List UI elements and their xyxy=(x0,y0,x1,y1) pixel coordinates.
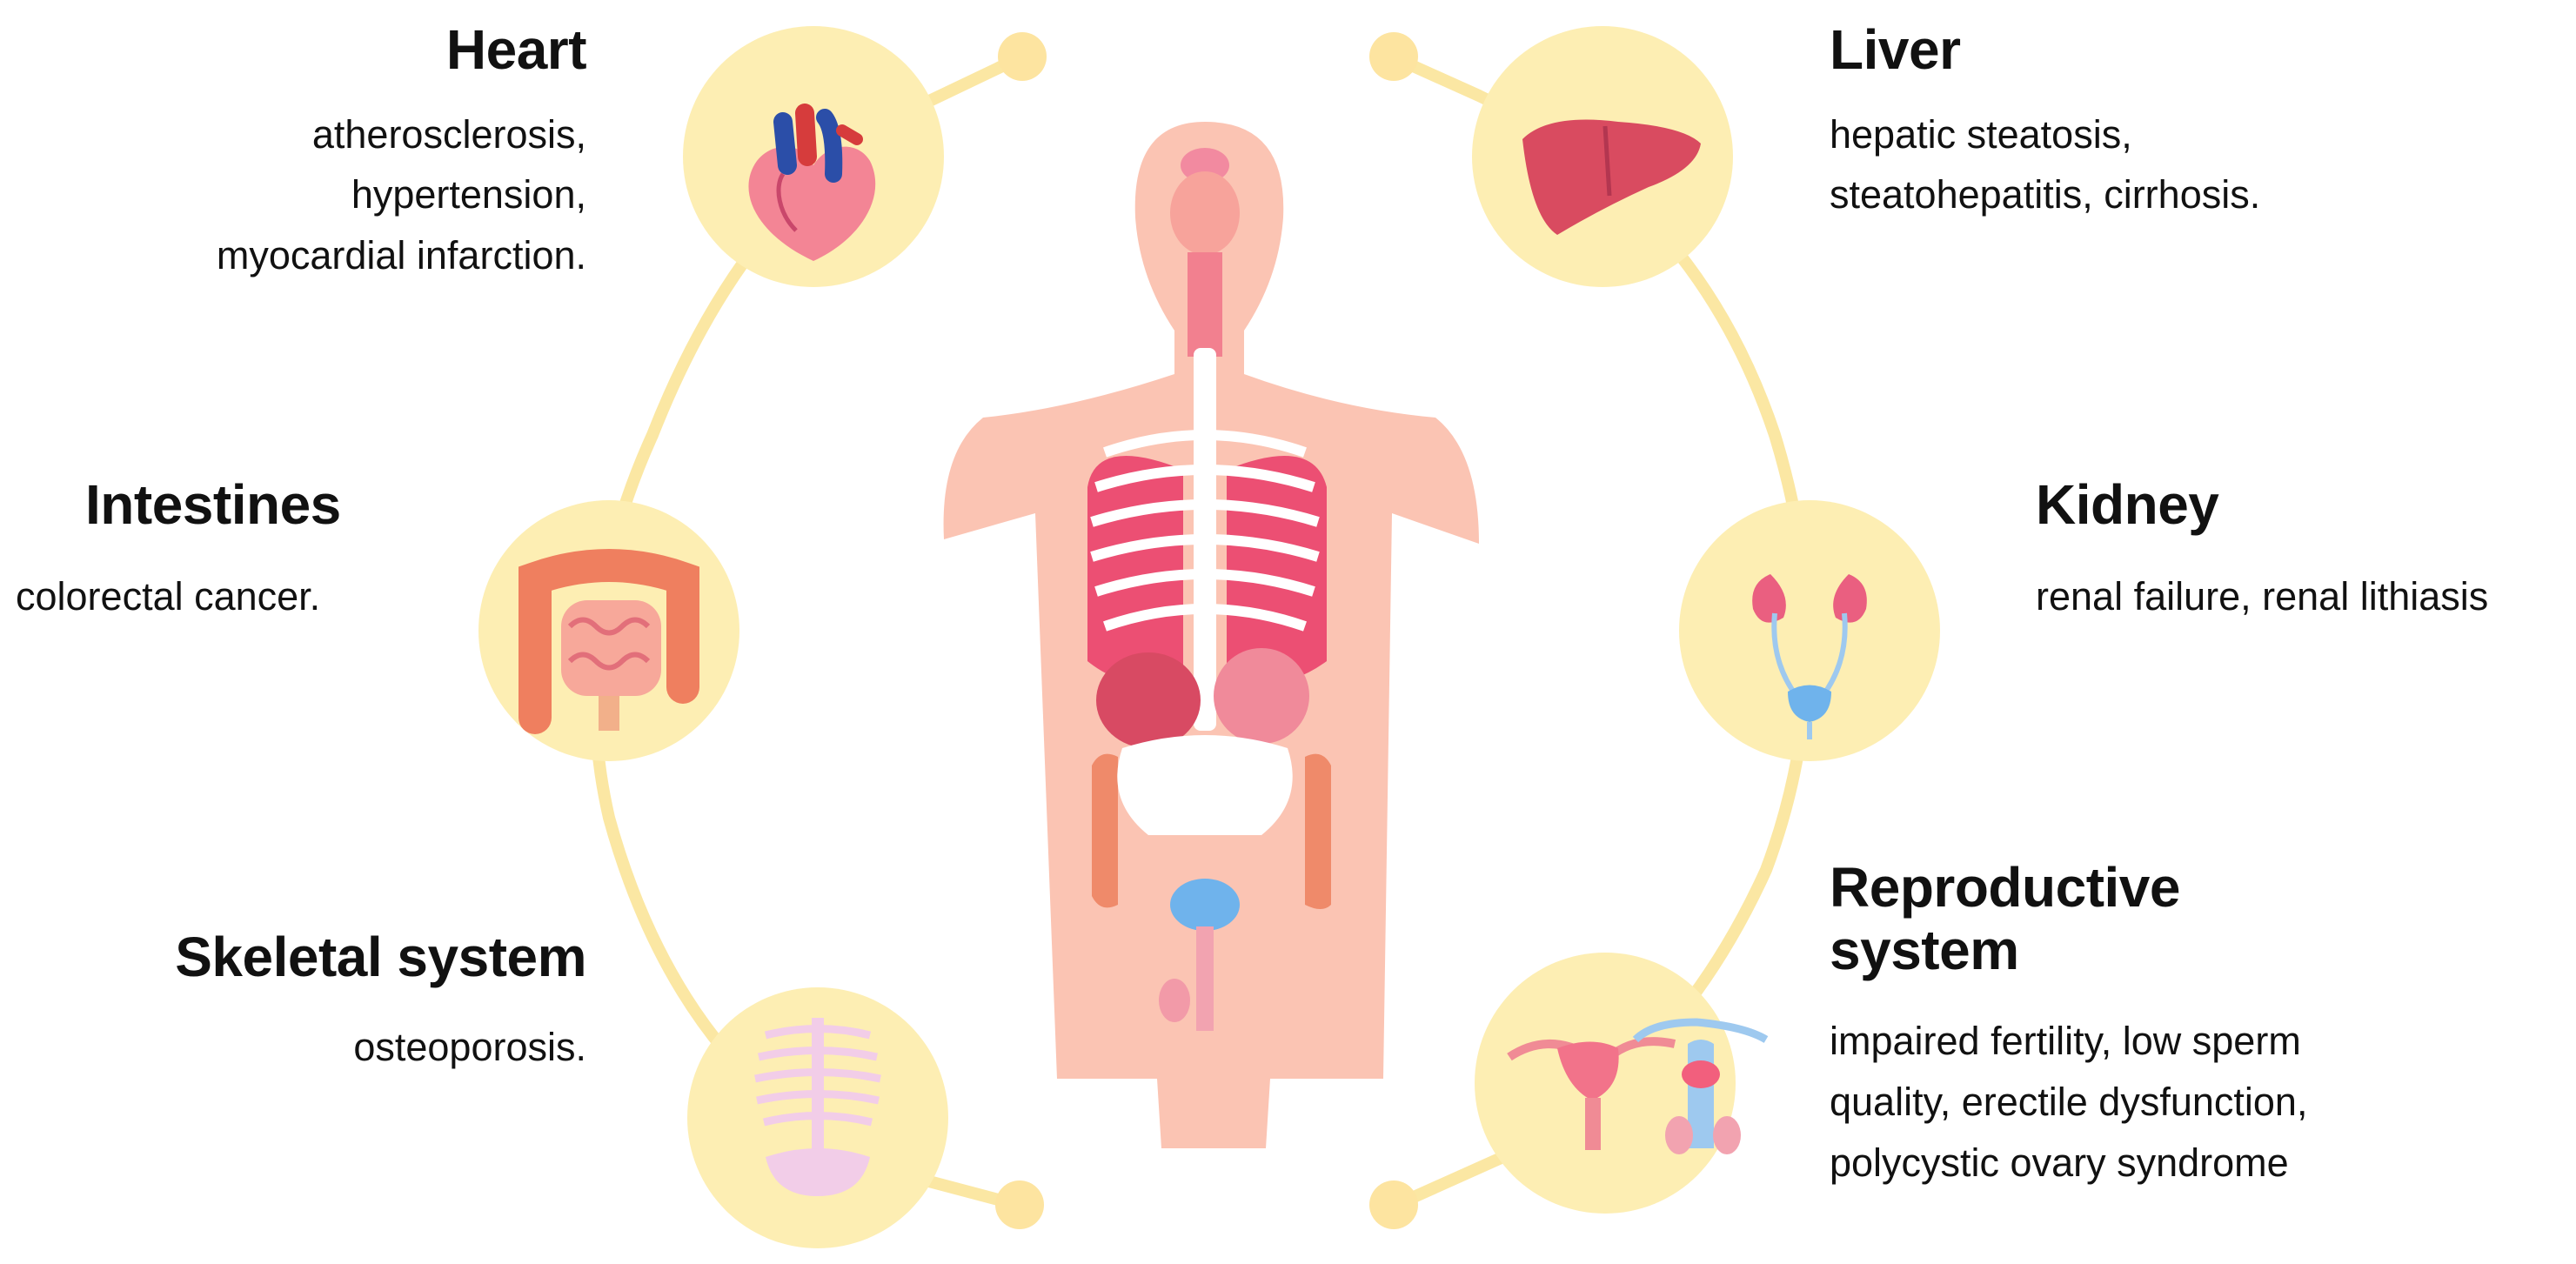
liver-condition: hepatic steatosis, xyxy=(1830,111,2132,157)
kidney-label: Kidney renal failure, renal lithiasis xyxy=(2036,473,2558,626)
reproductive-condition: impaired fertility, low sperm xyxy=(1830,1019,2301,1064)
skeletal-title: Skeletal system xyxy=(175,926,586,988)
heart-condition: atherosclerosis, xyxy=(311,111,586,157)
intestines-label: Intestines colorectal cancer. xyxy=(16,473,451,626)
skeleton-icon xyxy=(754,1018,881,1196)
kidney-icon xyxy=(1752,574,1867,739)
liver-label: Liver hepatic steatosis, steatohepatitis… xyxy=(1830,18,2526,225)
reproductive-condition: quality, erectile dysfunction, xyxy=(1830,1080,2308,1125)
heart-condition: myocardial infarction. xyxy=(216,233,586,278)
intestines-title: Intestines xyxy=(85,473,341,536)
heart-condition: hypertension, xyxy=(351,172,586,217)
liver-title: Liver xyxy=(1830,18,1961,81)
reproductive-title: Reproductive system xyxy=(1830,856,2180,981)
human-anatomy-figure xyxy=(943,122,1479,1148)
skeletal-condition: osteoporosis. xyxy=(353,1024,586,1069)
heart-title: Heart xyxy=(445,18,587,81)
intestines-condition: colorectal cancer. xyxy=(16,573,321,619)
intestines-icon xyxy=(519,549,699,734)
reproductive-organs-icon xyxy=(1507,1018,1769,1154)
connector-end-dots xyxy=(995,32,1418,1229)
kidney-title: Kidney xyxy=(2036,473,2219,536)
skeletal-label: Skeletal system osteoporosis. xyxy=(0,926,586,1077)
reproductive-label: Reproductive system impaired fertility, … xyxy=(1830,856,2560,1194)
liver-icon xyxy=(1522,119,1701,235)
reproductive-condition: polycystic ovary syndrome xyxy=(1830,1140,2289,1185)
liver-condition: steatohepatitis, cirrhosis. xyxy=(1830,172,2261,217)
heart-label: Heart atherosclerosis, hypertension, myo… xyxy=(0,18,587,286)
kidney-condition: renal failure, renal lithiasis xyxy=(2036,573,2489,619)
heart-icon xyxy=(748,104,876,261)
